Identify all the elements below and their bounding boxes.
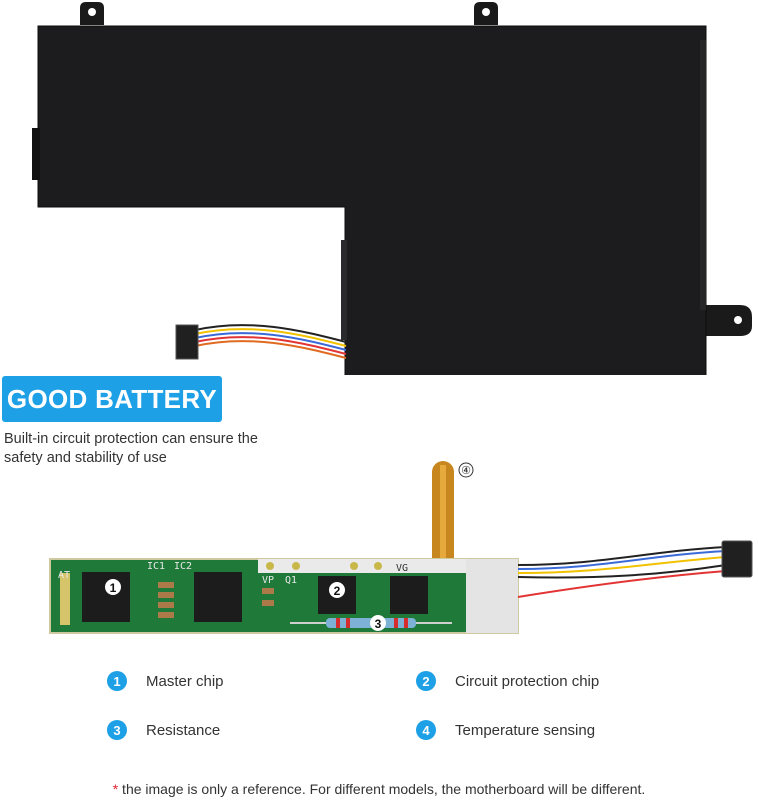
- mounting-tab-left: [80, 2, 104, 25]
- protection-description: Built-in circuit protection can ensure t…: [4, 431, 258, 466]
- temperature-sensor-flex: [432, 461, 454, 569]
- label-vg: VG: [396, 563, 408, 574]
- battery-image: [32, 2, 752, 375]
- battery-body: [37, 25, 707, 375]
- label-ic2: IC2: [174, 561, 192, 572]
- label-at: AT: [58, 570, 70, 581]
- marker-1: 1: [110, 581, 117, 595]
- legend-item-master-chip: 1 Master chip: [107, 668, 224, 694]
- pcb-diagram: ④ AT IC1 IC2 VP Q1 VG 1 2 3: [49, 461, 753, 634]
- legend-number: 2: [416, 671, 436, 691]
- reference-footnote: * the image is only a reference. For dif…: [0, 781, 758, 797]
- pcb-wire-harness: [517, 546, 727, 598]
- legend-label: Circuit protection chip: [455, 672, 600, 690]
- good-battery-badge: GOOD BATTERY: [2, 376, 222, 422]
- legend-number: 1: [107, 671, 127, 691]
- legend-number: 3: [107, 720, 127, 740]
- legend-label: Resistance: [146, 721, 221, 739]
- battery-wire-harness: [194, 324, 347, 359]
- marker-3: 3: [375, 617, 382, 631]
- master-chip: [82, 572, 130, 622]
- footnote-asterisk: *: [112, 781, 119, 797]
- callout-4: ④: [461, 464, 471, 477]
- pcb-connector: [721, 540, 753, 578]
- label-q1: Q1: [285, 575, 297, 586]
- footnote-text: the image is only a reference. For diffe…: [118, 781, 646, 797]
- mounting-tab-center: [474, 2, 498, 25]
- legend-label: Master chip: [146, 672, 224, 690]
- label-ic1: IC1: [147, 561, 165, 572]
- mounting-tab-right: [705, 305, 752, 336]
- legend-item-resistance: 3 Resistance: [107, 717, 220, 743]
- legend-item-temperature-sensing: 4 Temperature sensing: [416, 717, 595, 743]
- legend-label: Temperature sensing: [455, 721, 596, 739]
- marker-2: 2: [334, 584, 341, 598]
- legend-number: 4: [416, 720, 436, 740]
- label-vp: VP: [262, 575, 274, 586]
- battery-connector: [175, 324, 199, 360]
- legend-item-circuit-protection-chip: 2 Circuit protection chip: [416, 668, 599, 694]
